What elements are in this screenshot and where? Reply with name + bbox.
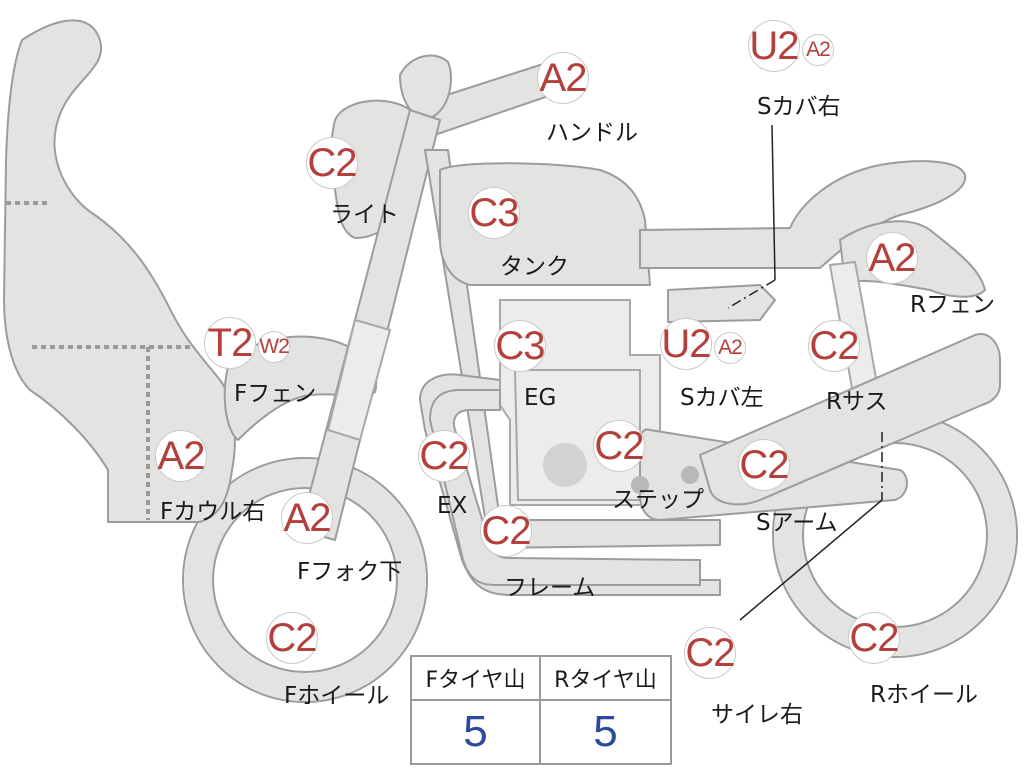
swing-arm-label: Sアーム (756, 510, 838, 536)
light-grade-primary: C2 (306, 137, 358, 189)
engine-grade-primary: C3 (494, 320, 546, 372)
rear-suspension-label: Rサス (826, 389, 888, 415)
silencer-right-leader (739, 499, 883, 621)
seat-cover-right-grade-secondary: A2 (802, 34, 834, 66)
rear-tire-header: Rタイヤ山 (541, 657, 670, 701)
seat-cover-right-leader (771, 124, 776, 281)
seat-cover-right-grade-primary: U2 (748, 20, 800, 72)
front-fender-label: Fフェン (234, 381, 317, 407)
handle-grade-primary: A2 (537, 52, 589, 104)
front-tire-value: 5 (412, 701, 541, 763)
front-wheel-grade-primary: C2 (266, 612, 318, 664)
front-wheel-shape (182, 457, 428, 703)
seat-cover-left-leader (727, 279, 776, 309)
silencer-right-label: サイレ右 (711, 702, 803, 728)
tank-label: タンク (500, 254, 569, 280)
rear-fender-label: Rフェン (910, 292, 995, 318)
front-fork-lower-grade-primary: A2 (281, 492, 333, 544)
front-fender-grade-secondary: W2 (258, 331, 290, 363)
front-fender-grade-primary: T2 (204, 317, 256, 369)
silencer-right-grade-primary: C2 (684, 627, 736, 679)
seat-cover-left-grade-primary: U2 (660, 318, 712, 370)
handlebar-grip-shape (399, 54, 452, 120)
rear-suspension-grade-primary: C2 (808, 320, 860, 372)
front-cowl-shape (3, 19, 236, 523)
frame-grade-primary: C2 (480, 505, 532, 557)
exhaust-grade-primary: C2 (418, 430, 470, 482)
seat-cover-left-label: Sカバ左 (680, 385, 764, 411)
front-tire-header: Fタイヤ山 (412, 657, 541, 701)
exhaust-label: EX (437, 493, 468, 519)
rear-tire-value: 5 (593, 707, 618, 756)
handle-label: ハンドル (546, 120, 638, 146)
front-wheel-label: Fホイール (284, 683, 390, 709)
rear-fender-grade-primary: A2 (866, 232, 918, 284)
rear-wheel-grade-primary: C2 (848, 612, 900, 664)
step-peg-shape (631, 476, 649, 494)
tank-grade-primary: C3 (468, 187, 520, 239)
engine-cover-shape (543, 443, 587, 487)
seat-cover-left-grade-secondary: A2 (714, 332, 746, 364)
front-cowl-right-grade-primary: A2 (155, 430, 207, 482)
step-label: ステップ (612, 487, 704, 513)
fork-tube-shape (326, 318, 392, 442)
light-label: ライト (330, 202, 399, 228)
engine-label: EG (524, 385, 557, 411)
step-grade-primary: C2 (593, 420, 645, 472)
tire-table: Fタイヤ山 Rタイヤ山 5 5 (410, 655, 672, 765)
swing-arm-grade-primary: C2 (738, 439, 790, 491)
front-cowl-right-label: Fカウル右 (160, 499, 266, 525)
rear-wheel-label: Rホイール (870, 682, 978, 708)
front-fork-lower-label: Fフォク下 (297, 559, 403, 585)
frame-label: フレーム (504, 575, 596, 601)
seat-cover-right-label: Sカバ右 (757, 94, 841, 120)
step-peg-rear-shape (681, 466, 699, 484)
side-cover-shape (667, 284, 776, 323)
